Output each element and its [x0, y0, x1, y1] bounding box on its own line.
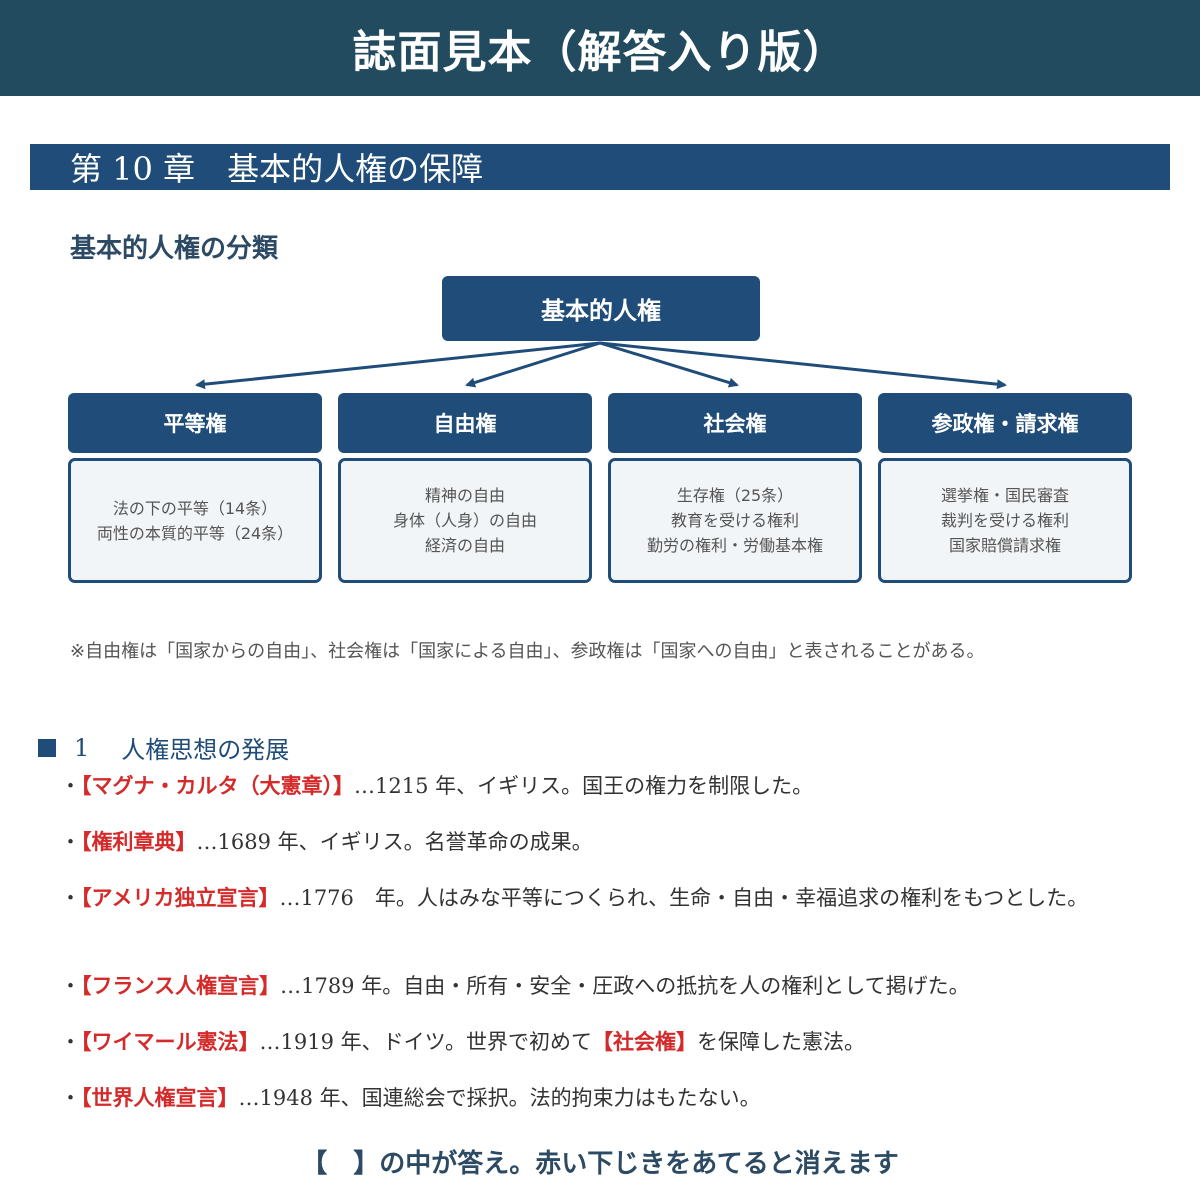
list-item: ・【ワイマール憲法】…1919 年、ドイツ。世界で初めて【社会権】を保障した憲法… — [60, 1026, 1180, 1059]
list-item: ・【マグナ・カルタ（大憲章）】…1215 年、イギリス。国王の権力を制限した。 — [60, 770, 1180, 803]
list-item: ・【世界人権宣言】…1948 年、国連総会で採択。法的拘束力はもたない。 — [60, 1082, 1180, 1115]
category-body-liberty: 精神の自由 身体（人身）の自由 経済の自由 — [338, 458, 592, 583]
category-line: 選挙権・国民審査 — [940, 486, 1069, 505]
category-header-liberty: 自由権 — [338, 393, 592, 453]
answer-key: 【フランス人権宣言】 — [81, 974, 281, 998]
bullet: ・ — [60, 886, 81, 910]
bullet: ・ — [60, 1086, 81, 1110]
diagram-root-box: 基本的人権 — [442, 276, 760, 341]
category-body-equality: 法の下の平等（14条） 両性の本質的平等（24条） — [68, 458, 322, 583]
item-text: …1919 年、ドイツ。世界で初めて — [259, 1030, 593, 1054]
list-item: ・【フランス人権宣言】…1789 年。自由・所有・安全・圧政への抵抗を人の権利と… — [60, 970, 1180, 1003]
category-line: 教育を受ける権利 — [670, 511, 799, 530]
answer-key: 【世界人権宣言】 — [81, 1086, 239, 1110]
category-line: 裁判を受ける権利 — [940, 511, 1069, 530]
footer-instruction: 【 】の中が答え。赤い下じきをあてると消えます — [301, 1149, 899, 1179]
category-body-political: 選挙権・国民審査 裁判を受ける権利 国家賠償請求権 — [878, 458, 1132, 583]
item-text: を保障した憲法。 — [697, 1030, 865, 1054]
category-header-equality: 平等権 — [68, 393, 322, 453]
section-heading: 基本的人権の分類 — [70, 234, 279, 264]
category-line: 勤労の権利・労働基本権 — [646, 536, 823, 555]
category-line: 生存権（25条） — [676, 486, 794, 505]
square-bullet-icon — [38, 738, 56, 757]
item-text: …1776 年。人はみな平等につくられ、生命・自由・幸福追求の権利をもつとした。 — [279, 886, 1089, 910]
category-line: 経済の自由 — [424, 536, 505, 555]
item-text: …1948 年、国連総会で採択。法的拘束力はもたない。 — [238, 1086, 761, 1110]
answer-key: 【マグナ・カルタ（大憲章）】 — [81, 774, 354, 798]
item-text: …1789 年。自由・所有・安全・圧政への抵抗を人の権利として掲げた。 — [280, 974, 970, 998]
category-line: 身体（人身）の自由 — [392, 511, 537, 530]
item-text: …1689 年、イギリス。名誉革命の成果。 — [196, 830, 593, 854]
subsection-number: 1 — [74, 733, 90, 762]
arrow-social — [599, 341, 739, 388]
item-text: …1215 年、イギリス。国王の権力を制限した。 — [354, 774, 814, 798]
category-header-social: 社会権 — [608, 393, 862, 453]
bullet: ・ — [60, 830, 81, 854]
list-item: ・【アメリカ独立宣言】…1776 年。人はみな平等につくられ、生命・自由・幸福追… — [60, 882, 1180, 915]
answer-key: 【ワイマール憲法】 — [81, 1030, 260, 1054]
page-banner: 誌面見本（解答入り版） — [0, 0, 1200, 96]
subsection-title: 人権思想の発展 — [121, 736, 290, 764]
arrow-equality — [195, 341, 601, 390]
bullet: ・ — [60, 1030, 81, 1054]
arrow-liberty — [465, 341, 601, 388]
answer-key: 【社会権】 — [592, 1030, 697, 1054]
category-line: 法の下の平等（14条） — [112, 498, 278, 518]
answer-key: 【アメリカ独立宣言】 — [81, 886, 280, 910]
category-line: 両性の本質的平等（24条） — [96, 523, 294, 543]
category-line: 国家賠償請求権 — [948, 536, 1061, 555]
category-line: 精神の自由 — [424, 486, 505, 505]
answer-key: 【権利章典】 — [81, 830, 197, 854]
subsection-heading: 1 人権思想の発展 — [38, 730, 289, 765]
list-item: ・【権利章典】…1689 年、イギリス。名誉革命の成果。 — [60, 826, 1180, 859]
arrow-political — [599, 341, 1007, 390]
classification-note: ※自由権は「国家からの自由」、社会権は「国家による自由」、参政権は「国家への自由… — [70, 641, 985, 662]
bullet: ・ — [60, 774, 81, 798]
chapter-title: 第 10 章 基本的人権の保障 — [30, 144, 1170, 190]
category-body-social: 生存権（25条） 教育を受ける権利 勤労の権利・労働基本権 — [608, 458, 862, 583]
bullet: ・ — [60, 974, 81, 998]
category-header-political: 参政権・請求権 — [878, 393, 1132, 453]
